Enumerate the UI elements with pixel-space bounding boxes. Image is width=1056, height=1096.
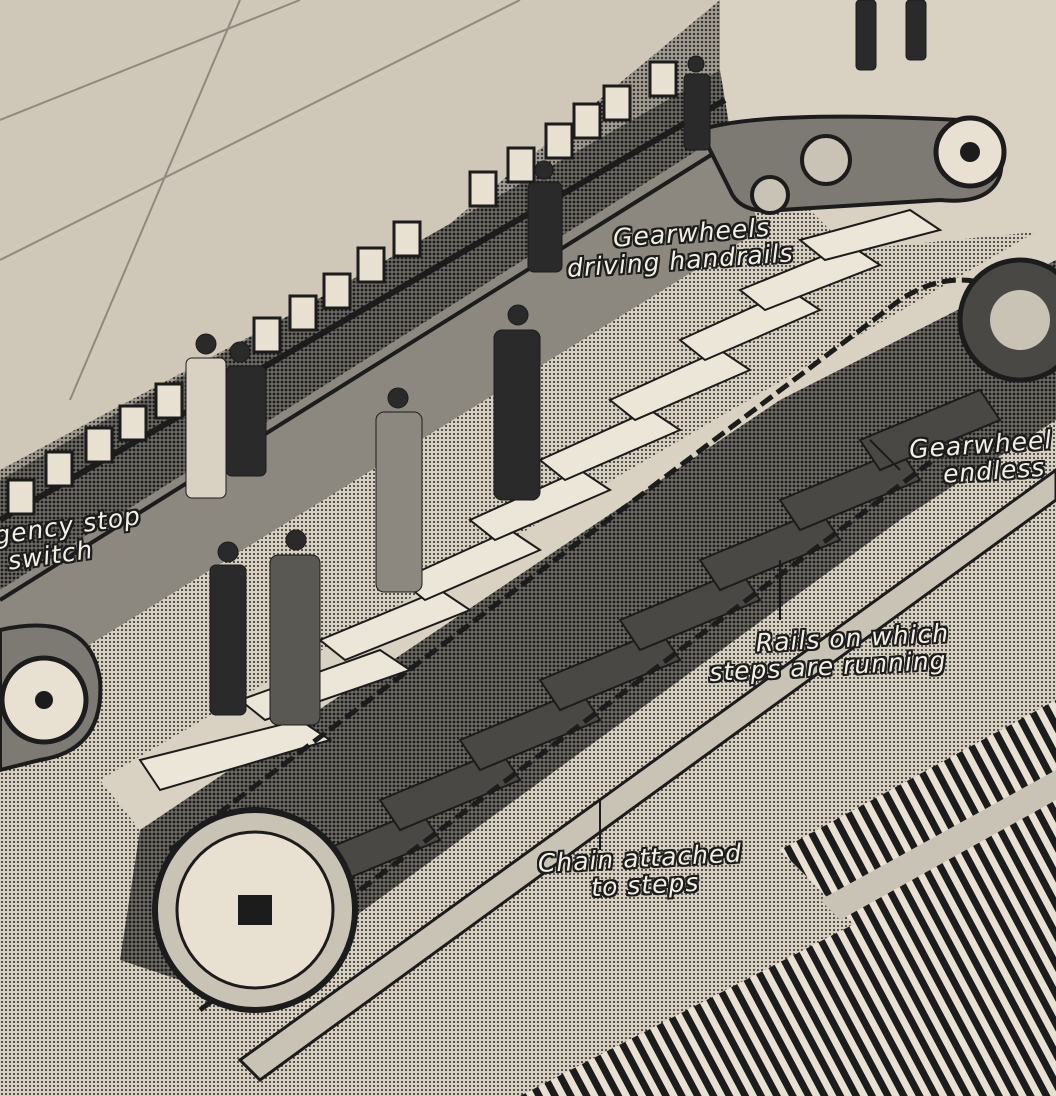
passenger-figure (185, 333, 227, 499)
passenger-figure (683, 55, 711, 151)
lower-step-gearwheel (152, 807, 358, 1013)
escalator-steps (100, 208, 1056, 1000)
passenger-figure (493, 304, 541, 501)
advertisement-panels (6, 60, 678, 516)
passenger-figure (527, 160, 563, 273)
left-handrail-pulley (0, 623, 103, 773)
passenger-figure (375, 387, 423, 593)
passenger-figure (209, 541, 247, 716)
passenger-figure (269, 529, 321, 726)
passenger-figures (185, 0, 927, 726)
label-leader-lines (599, 439, 901, 850)
passenger-figure (225, 341, 267, 477)
passenger-figure (855, 0, 927, 71)
label-gearwheels-endless: Gearwheel endless (908, 425, 1055, 490)
label-rails-steps-running: Rails on which steps are running (707, 618, 951, 687)
handrail-drive-gearwheels (697, 114, 1007, 215)
step-rails (237, 468, 1056, 1082)
lower-floor-grating (520, 700, 1056, 1096)
label-chain-attached-to-steps: Chain attached to steps (537, 838, 744, 904)
upper-step-gearwheel (957, 257, 1056, 383)
